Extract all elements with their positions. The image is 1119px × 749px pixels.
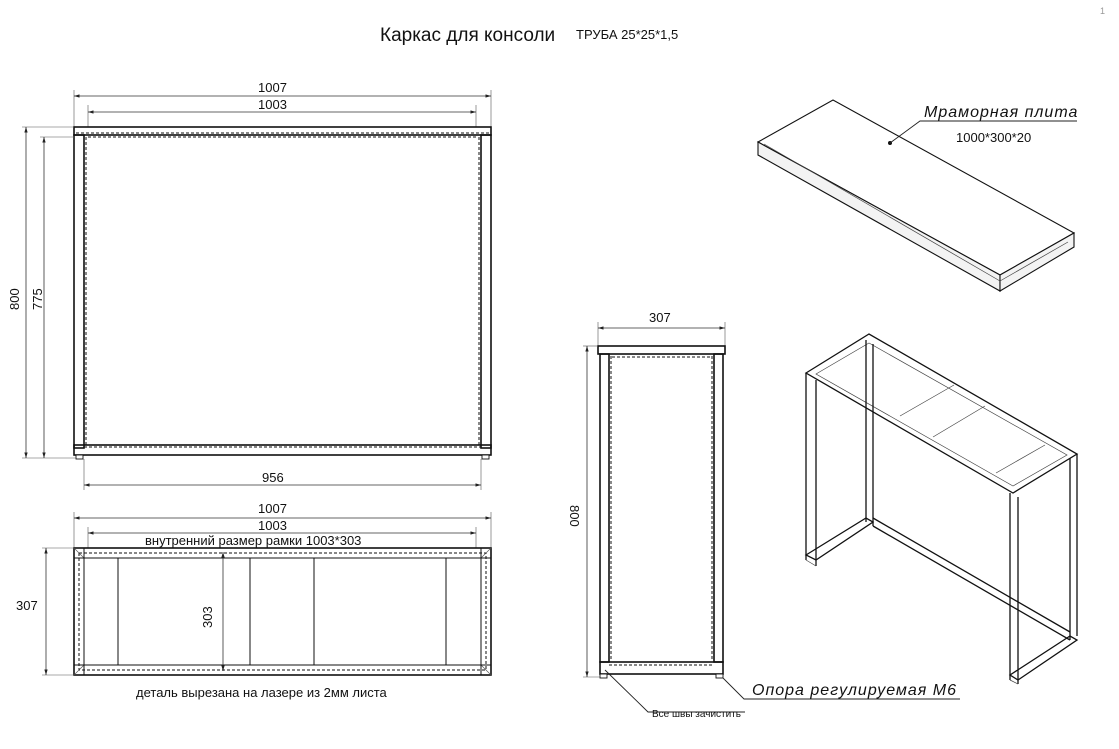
iso-bottom-rail-back — [872, 517, 1071, 633]
iso-top-frame-inner — [815, 342, 1068, 487]
side-top-plate — [597, 345, 726, 355]
front-bottom-rail — [73, 444, 492, 456]
side-dim-height: 800 — [567, 505, 582, 527]
front-dim-frame-height: 775 — [30, 288, 45, 310]
front-dim-inner-width: 1003 — [258, 97, 287, 112]
front-dim-outer-width: 1007 — [258, 80, 287, 95]
side-right-leg — [713, 353, 724, 663]
marble-size: 1000*300*20 — [956, 130, 1031, 145]
front-foot-right — [481, 454, 490, 460]
plan-dim-inner-depth: 303 — [200, 606, 215, 628]
front-view: 1007 1003 800 775 956 — [7, 80, 492, 490]
front-right-leg — [480, 134, 492, 449]
page-number: 1 — [1100, 6, 1105, 16]
plan-rib-3 — [445, 557, 482, 666]
plan-dim-depth: 307 — [16, 598, 38, 613]
plan-dim-outer-width: 1007 — [258, 501, 287, 516]
front-dim-bottom-width: 956 — [262, 470, 284, 485]
weld-note-leader — [604, 669, 745, 713]
marble-label: Мраморная плита — [924, 104, 1078, 121]
front-dim-total-height: 800 — [7, 288, 22, 310]
marble-slab-iso: Мраморная плита 1000*300*20 — [756, 99, 1078, 292]
slab-leader — [889, 120, 1077, 144]
front-top-plate — [73, 126, 492, 136]
drawing-title: Каркас для консоли — [380, 25, 555, 46]
iso-bottom-rail-right — [1008, 635, 1079, 681]
plan-inner-size-note: внутренний размер рамки 1003*303 — [145, 533, 361, 548]
plan-rib-2 — [249, 557, 315, 666]
iso-bottom-rail-left — [804, 517, 875, 561]
side-foot-left — [599, 673, 608, 679]
plan-view: 1007 1003 внутренний размер рамки 1003*3… — [16, 501, 492, 700]
support-leader — [722, 677, 960, 700]
front-foot-left — [75, 454, 84, 460]
front-left-leg — [73, 134, 85, 449]
plan-laser-note: деталь вырезана на лазере из 2мм листа — [136, 685, 388, 700]
plan-dim-inner-width: 1003 — [258, 518, 287, 533]
side-bottom-rail — [599, 661, 724, 675]
iso-top-frame-outer — [804, 333, 1079, 494]
side-support-label: Опора регулируемая М6 — [752, 682, 957, 699]
plan-outer-frame — [73, 547, 492, 676]
side-foot-right — [715, 673, 724, 679]
drawing-subtitle: ТРУБА 25*25*1,5 — [576, 27, 678, 42]
plan-rib-1 — [83, 557, 119, 666]
slab-side-face — [999, 232, 1075, 292]
slab-top-face — [756, 99, 1076, 276]
side-dim-width: 307 — [649, 310, 671, 325]
side-left-leg — [599, 353, 610, 663]
side-view: 307 800 Все швы зачистить Опора регулиру… — [567, 310, 960, 720]
frame-iso — [804, 333, 1079, 685]
side-weld-note: Все швы зачистить — [652, 709, 741, 720]
